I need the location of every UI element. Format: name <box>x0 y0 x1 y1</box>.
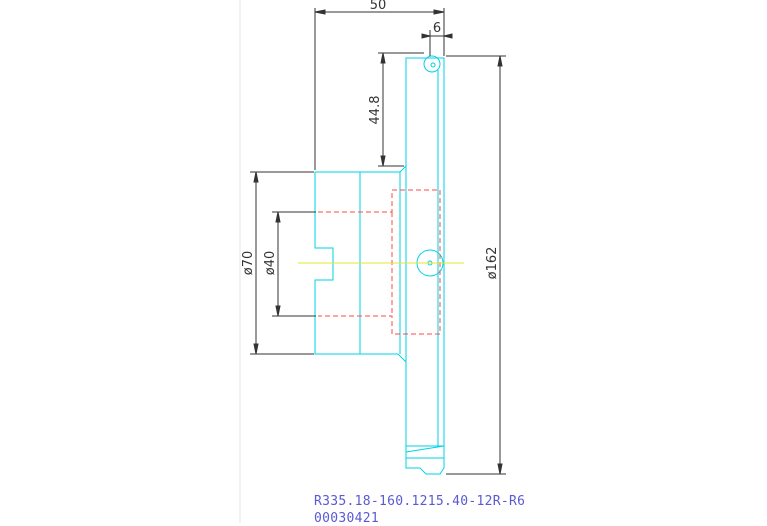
dim-6-arrow-left <box>421 33 431 39</box>
cutter-body-outline <box>405 57 445 475</box>
top-pocket-circle <box>423 55 441 73</box>
dim-50-label: 50 <box>370 0 387 13</box>
top-pocket-center <box>430 62 436 68</box>
dim-448-arrow-top <box>380 52 386 64</box>
dim-448-arrow-bottom <box>380 155 386 167</box>
dim-162-label: ø162 <box>485 247 500 280</box>
dim-50-arrow-left <box>314 9 326 15</box>
dim-40-arrow-top <box>275 211 281 223</box>
part-number-text: R335.18-160.1215.40-12R-R6 <box>314 494 524 509</box>
drawing-id-text: 00030421 <box>314 511 380 526</box>
dim-70-arrow-top <box>253 171 259 183</box>
dim-6-label: 6 <box>433 21 441 36</box>
dim-6-arrow-right <box>443 33 453 39</box>
dimension-lines <box>250 8 506 475</box>
hidden-lines <box>318 189 441 335</box>
dim-40-label: ø40 <box>263 251 278 276</box>
dim-162-arrow-top <box>497 55 503 67</box>
bore-hidden-outline <box>318 189 441 335</box>
dim-70-arrow-bottom <box>253 343 259 355</box>
dim-40-arrow-bottom <box>275 305 281 317</box>
dim-50-arrow-right <box>433 9 445 15</box>
dim-162-arrow-bottom <box>497 463 503 475</box>
insert-pocket <box>405 445 445 459</box>
dim-70-label: ø70 <box>241 251 256 276</box>
dim-448-label: 44.8 <box>368 96 383 125</box>
